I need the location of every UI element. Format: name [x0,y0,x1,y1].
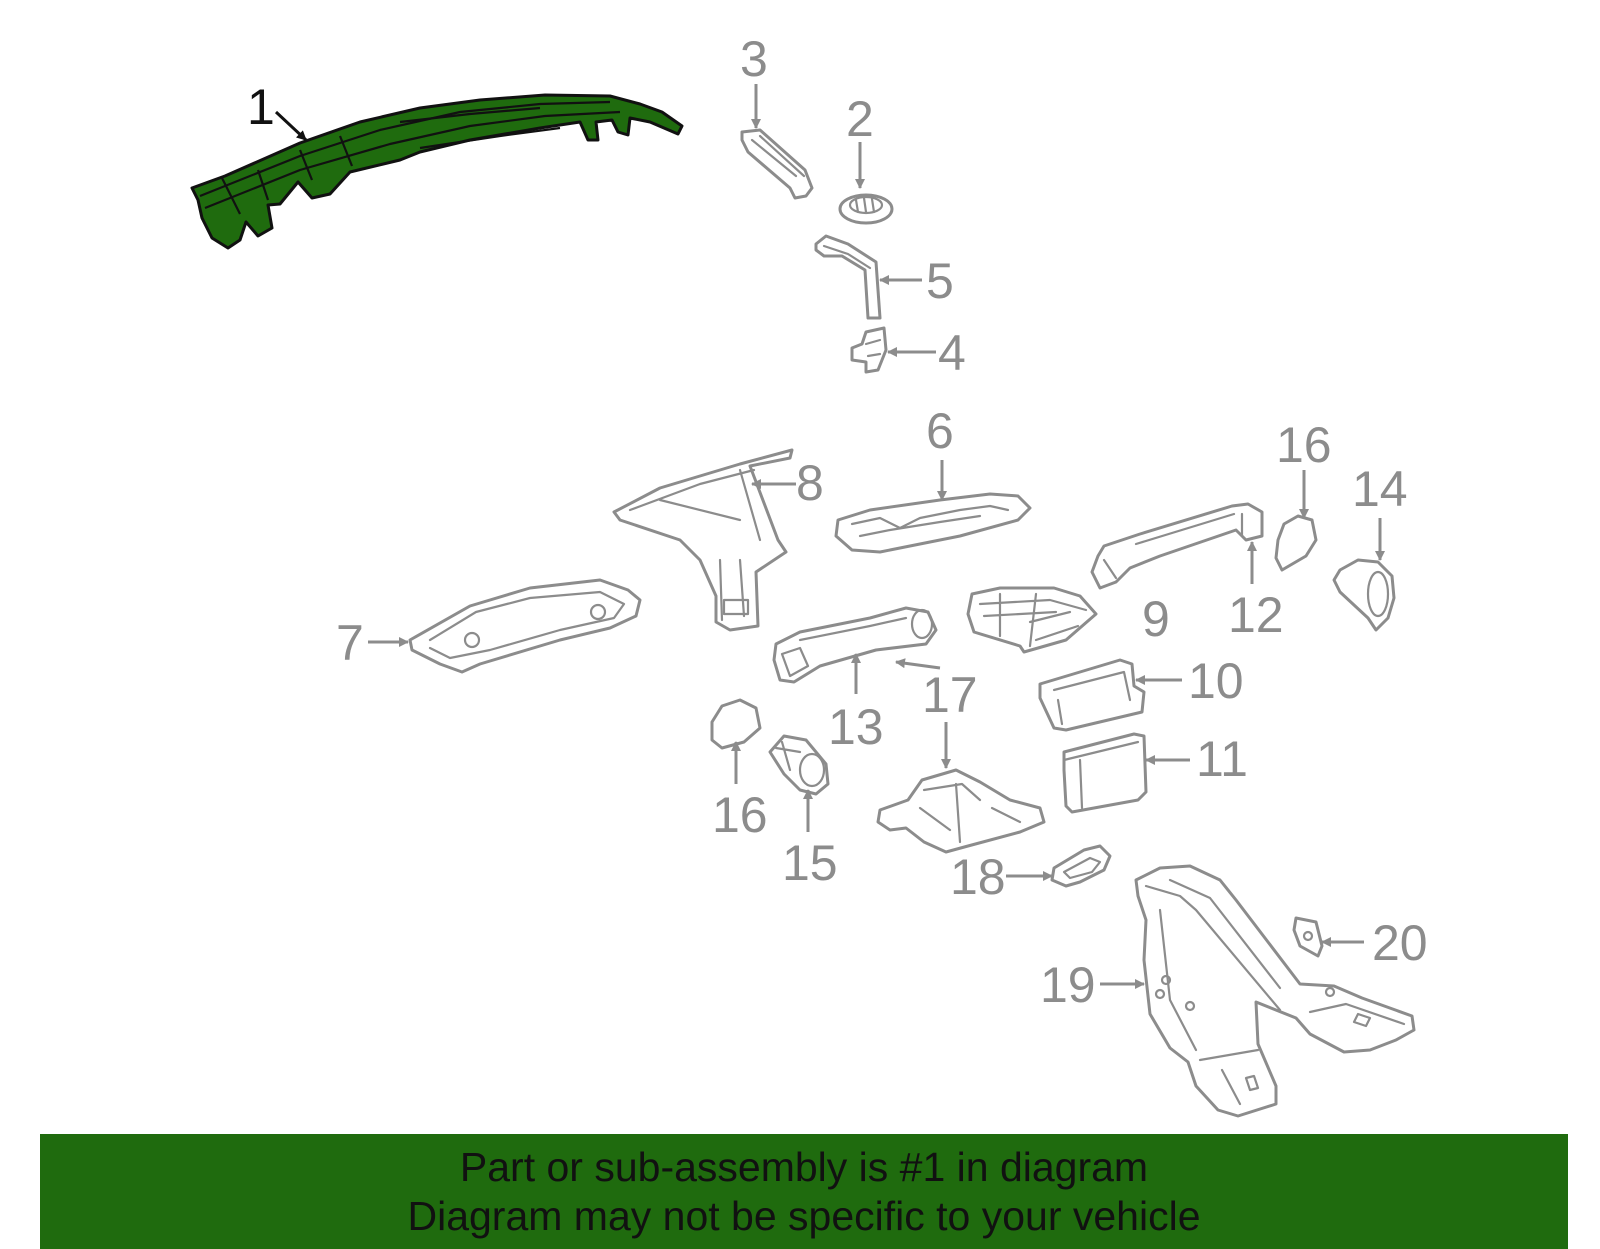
part-5[interactable] [814,234,882,320]
part-14[interactable] [1332,558,1396,632]
part-16-right[interactable] [1274,514,1318,572]
callout-2: 2 [846,91,874,147]
callout-5: 5 [926,253,954,309]
callout-numbers: 1 2 3 5 4 6 8 7 16 14 9 12 13 17 10 11 1… [247,31,1428,1013]
callout-4: 4 [938,325,966,381]
part-17[interactable] [876,768,1046,854]
info-banner: Part or sub-assembly is #1 in diagram Di… [40,1134,1568,1249]
callout-13: 13 [828,699,884,755]
part-18[interactable] [1050,844,1112,888]
callout-20: 20 [1372,915,1428,971]
callout-19: 19 [1040,957,1096,1013]
part-9[interactable] [966,586,1098,654]
callout-15: 15 [782,835,838,891]
callout-11: 11 [1196,731,1248,787]
callout-3: 3 [740,31,768,87]
callout-8: 8 [796,455,824,511]
part-12[interactable] [1090,502,1264,590]
callout-7: 7 [336,615,364,671]
part-2[interactable] [838,193,894,225]
part-1-highlighted[interactable] [190,93,684,250]
part-11[interactable] [1062,732,1148,814]
part-20[interactable] [1292,916,1324,958]
part-8[interactable] [612,448,794,632]
part-13[interactable] [772,606,938,684]
part-4[interactable] [850,326,888,374]
callout-14: 14 [1352,461,1408,517]
part-10[interactable] [1038,658,1146,732]
callout-18: 18 [950,849,1006,905]
part-6[interactable] [834,492,1032,554]
part-3[interactable] [740,128,814,200]
part-19[interactable] [1134,864,1416,1118]
callout-leaders [274,84,1385,989]
part-7[interactable] [408,578,642,674]
banner-line-2: Diagram may not be specific to your vehi… [407,1192,1201,1239]
part-16-left[interactable] [710,698,762,750]
callout-17: 17 [922,667,978,723]
callout-6: 6 [926,403,954,459]
callout-1: 1 [247,79,275,135]
banner-line-1: Part or sub-assembly is #1 in diagram [459,1143,1149,1190]
part-15[interactable] [768,734,830,796]
callout-16-right: 16 [1276,417,1332,473]
callout-10: 10 [1188,653,1244,709]
callout-16-left: 16 [712,787,768,843]
callout-12: 12 [1228,587,1284,643]
callout-9: 9 [1142,591,1170,647]
